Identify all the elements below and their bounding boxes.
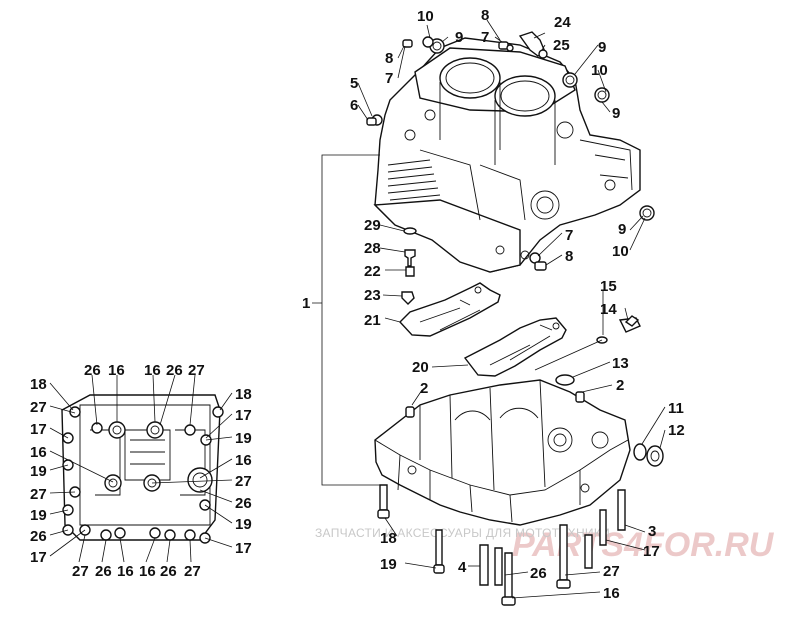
callout-1: 1 <box>302 295 310 312</box>
callout-17: 17 <box>235 540 252 557</box>
callout-8: 8 <box>481 7 489 24</box>
callout-25: 25 <box>553 37 570 54</box>
upper-crankcase <box>373 37 641 273</box>
callout-7: 7 <box>385 70 393 87</box>
callout-27: 27 <box>603 563 620 580</box>
callout-9: 9 <box>612 105 620 122</box>
callout-13: 13 <box>612 355 629 372</box>
callout-4: 4 <box>458 559 467 576</box>
callout-9: 9 <box>455 29 463 46</box>
callout-16: 16 <box>117 563 134 580</box>
callout-17: 17 <box>30 421 47 438</box>
callout-27: 27 <box>30 486 47 503</box>
callout-29: 29 <box>364 217 381 234</box>
assembly-bracket <box>312 154 380 486</box>
callout-18: 18 <box>235 386 252 403</box>
lower-crankcase <box>374 379 631 526</box>
callout-21: 21 <box>364 312 381 329</box>
callout-15: 15 <box>600 278 617 295</box>
callout-9: 9 <box>618 221 626 238</box>
callout-26: 26 <box>84 362 101 379</box>
callout-23: 23 <box>364 287 381 304</box>
callout-19: 19 <box>30 463 47 480</box>
callout-11: 11 <box>668 400 684 417</box>
callout-16: 16 <box>30 444 47 461</box>
callout-19: 19 <box>235 430 252 447</box>
callout-26: 26 <box>235 495 252 512</box>
watermark-caption: ЗАПЧАСТИ И АКСЕССУАРЫ ДЛЯ МОТОТЕХНИКИ <box>315 526 610 540</box>
callout-9: 9 <box>598 39 606 56</box>
callout-17: 17 <box>30 549 47 566</box>
callout-27: 27 <box>188 362 205 379</box>
callout-16: 16 <box>139 563 156 580</box>
callout-26: 26 <box>166 362 183 379</box>
callout-7: 7 <box>481 29 489 46</box>
callout-8: 8 <box>385 50 393 67</box>
callout-22: 22 <box>364 263 381 280</box>
callout-5: 5 <box>350 75 358 92</box>
callout-10: 10 <box>612 243 629 260</box>
lower-bolts <box>377 484 626 606</box>
callout-24: 24 <box>554 14 571 31</box>
callout-14: 14 <box>600 301 617 318</box>
callout-8: 8 <box>565 248 573 265</box>
callout-26: 26 <box>160 563 177 580</box>
watermark-brand: PARTS4FOR.RU <box>512 526 775 564</box>
callout-19: 19 <box>380 556 397 573</box>
callout-16: 16 <box>108 362 125 379</box>
callout-6: 6 <box>350 97 358 114</box>
leader-lines <box>49 19 666 599</box>
watermark: PARTS4FOR.RU ЗАПЧАСТИ И АКСЕССУАРЫ ДЛЯ М… <box>315 526 775 564</box>
callout-20: 20 <box>412 359 429 376</box>
callout-26: 26 <box>530 565 547 582</box>
callout-28: 28 <box>364 240 381 257</box>
callout-12: 12 <box>668 422 685 439</box>
callout-27: 27 <box>72 563 89 580</box>
callout-16: 16 <box>603 585 620 602</box>
callout-27: 27 <box>235 473 252 490</box>
callout-27: 27 <box>30 399 47 416</box>
callout-10: 10 <box>591 62 608 79</box>
callout-7: 7 <box>565 227 573 244</box>
callout-16: 16 <box>144 362 161 379</box>
callout-18: 18 <box>30 376 47 393</box>
callout-16: 16 <box>235 452 252 469</box>
callout-27: 27 <box>184 563 201 580</box>
upper-fasteners <box>366 31 655 305</box>
callout-26: 26 <box>30 528 47 545</box>
o-ring <box>555 374 575 386</box>
dipstick-assembly <box>534 315 641 371</box>
callout-26: 26 <box>95 563 112 580</box>
callout-19: 19 <box>30 507 47 524</box>
callout-10: 10 <box>417 8 434 25</box>
callout-2: 2 <box>420 380 428 397</box>
callout-17: 17 <box>235 407 252 424</box>
baffle-plates <box>399 282 567 377</box>
callout-19: 19 <box>235 516 252 533</box>
callout-17: 17 <box>643 543 660 560</box>
callout-18: 18 <box>380 530 397 547</box>
callout-3: 3 <box>648 523 656 540</box>
drain-plug <box>633 443 664 467</box>
callout-2: 2 <box>616 377 624 394</box>
callouts: 10 8 24 9 7 25 8 7 9 10 5 6 9 9 10 29 7 … <box>30 7 685 602</box>
